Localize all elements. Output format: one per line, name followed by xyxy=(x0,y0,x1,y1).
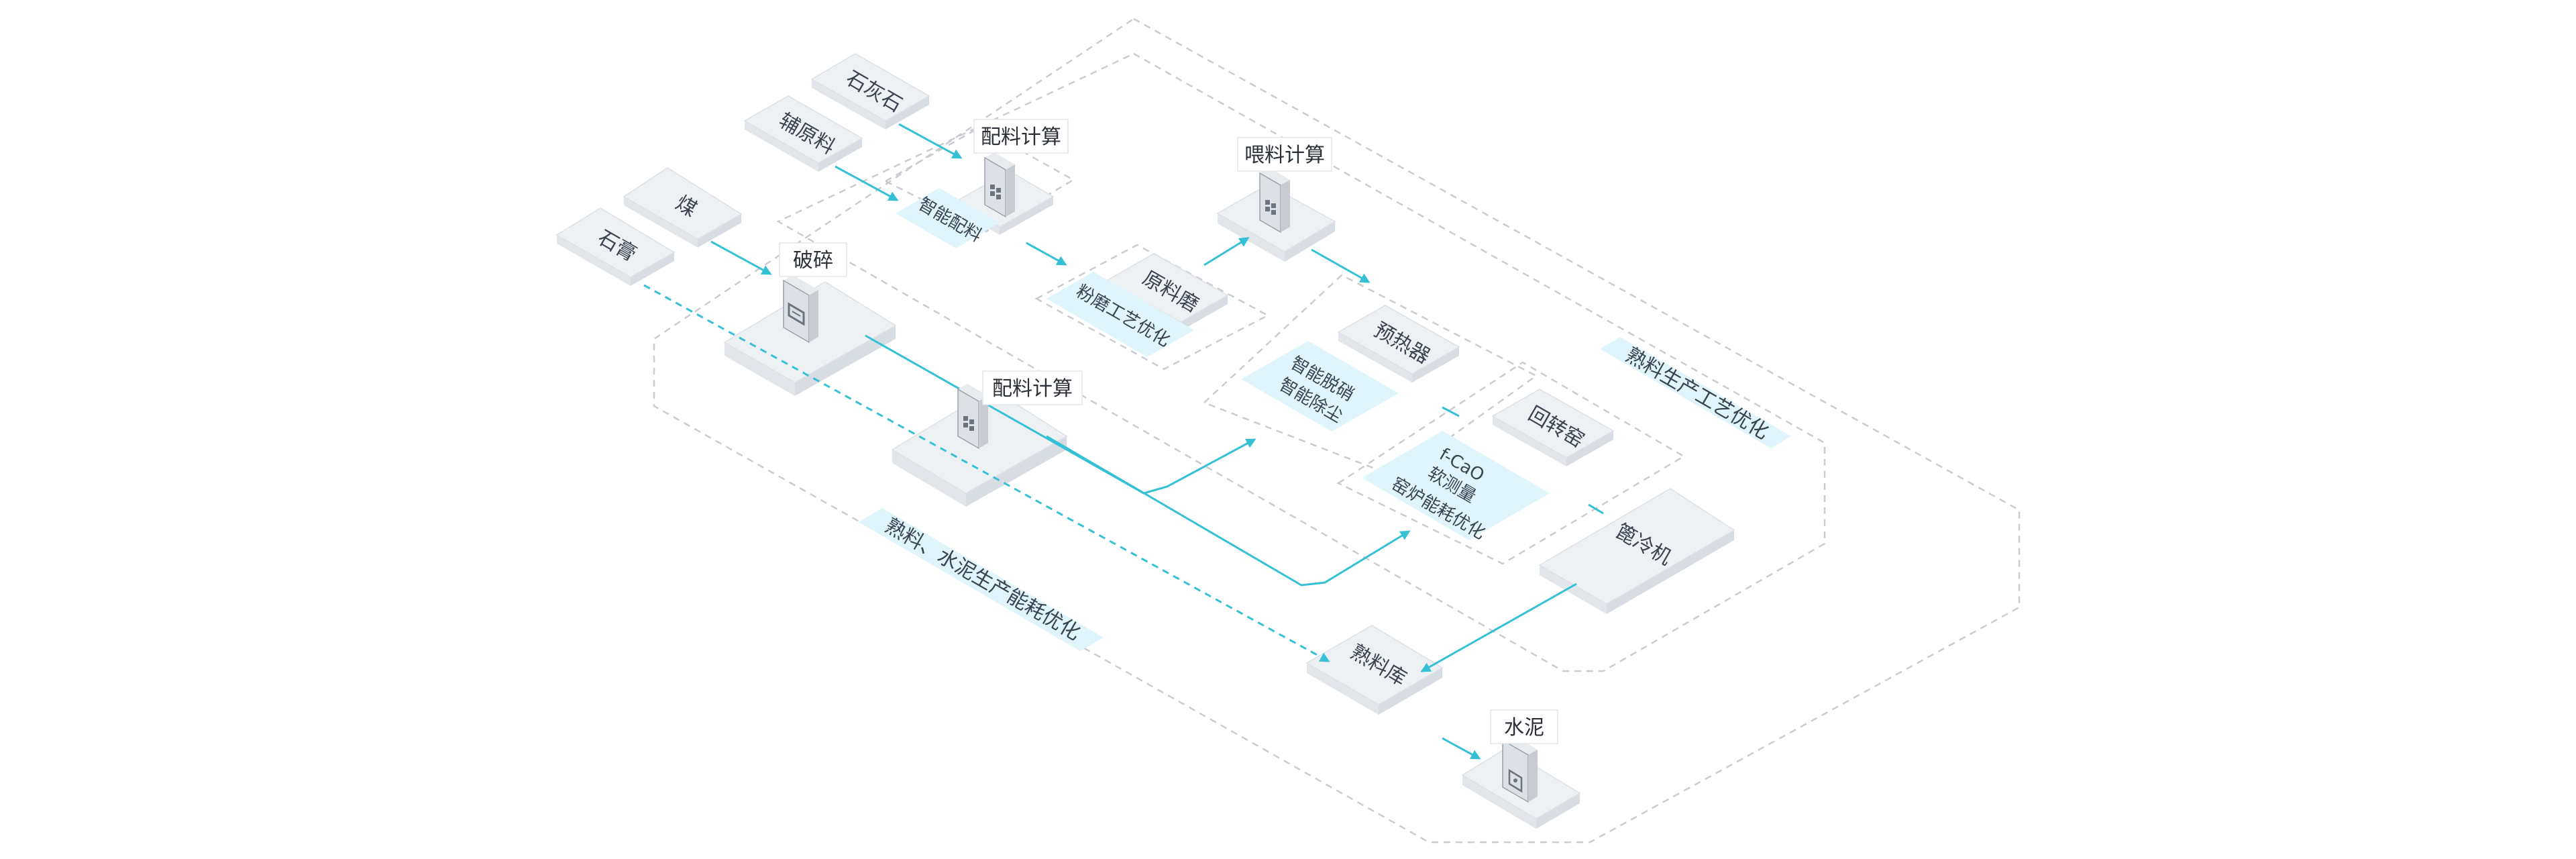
region-kiln xyxy=(1336,361,1686,565)
callout-label-feeding: 喂料计算 xyxy=(1244,144,1325,167)
region-text-clinker-process: 熟料生产工艺优化 xyxy=(1621,344,1772,444)
tag-kiln-energy: f-CaO 软测量 窑炉能耗优化 xyxy=(1362,431,1550,544)
flow-preheater-to-kiln xyxy=(1442,406,1460,417)
server-cabinet-icon xyxy=(957,384,988,450)
flow-silo-to-cement xyxy=(1442,737,1481,760)
flow-batching-to-mill xyxy=(1026,242,1067,266)
crusher-monitor-icon xyxy=(783,275,818,344)
node-rotary-kiln: 回转窑 xyxy=(1491,389,1615,466)
input-tile-gypsum: 石膏 xyxy=(555,207,676,286)
region-text-energy: 熟料、水泥生产能耗优化 xyxy=(881,514,1084,645)
flow-coal-to-crusher xyxy=(710,240,772,275)
region-outer-energy xyxy=(653,17,2021,844)
server-cabinet-icon xyxy=(984,152,1015,218)
tag-grinding-opt: 粉磨工艺优化 xyxy=(1046,272,1194,357)
callout-label-batching-top: 配料计算 xyxy=(981,125,1061,149)
flow-crusher-to-preheater xyxy=(865,334,1256,495)
region-preheater xyxy=(1202,274,1538,478)
server-cabinet-icon xyxy=(1259,168,1290,234)
callout-label-crushing: 破碎 xyxy=(793,249,833,272)
input-tile-coal: 煤 xyxy=(623,167,743,248)
flow-kiln-to-cooler xyxy=(1588,503,1604,515)
callout-batching-mid: 配料计算 xyxy=(982,370,1083,405)
flow-gypsum-to-cement xyxy=(643,284,1330,662)
flow-feeding-to-preheater xyxy=(1311,248,1371,283)
flow-mill-to-feeding xyxy=(1203,237,1250,266)
region-label-clinker-process: 熟料生产工艺优化 xyxy=(1600,337,1791,448)
cement-bag-icon xyxy=(1502,735,1538,803)
region-raw-mill xyxy=(1034,244,1270,370)
cooler-platform xyxy=(1538,488,1735,614)
callout-cement: 水泥 xyxy=(1490,709,1558,744)
callout-label-batching-mid: 配料计算 xyxy=(992,377,1073,401)
callout-label-cement: 水泥 xyxy=(1504,716,1544,740)
flow-aux-to-batching xyxy=(835,165,899,201)
clinker-silo-platform xyxy=(1305,625,1444,715)
callout-batching-top: 配料计算 xyxy=(973,119,1069,154)
node-preheater: 预热器 xyxy=(1337,305,1460,383)
region-label-energy: 熟料、水泥生产能耗优化 xyxy=(859,508,1104,651)
flow-crusher-to-kiln xyxy=(1046,435,1411,587)
region-clinker-process xyxy=(776,52,1826,672)
flow-cooler-to-silo xyxy=(1420,583,1577,672)
flow-limestone-to-batching xyxy=(898,123,963,159)
callout-crushing: 破碎 xyxy=(779,242,847,277)
input-tile-aux-material: 辅原料 xyxy=(743,95,863,172)
input-tile-limestone: 石灰石 xyxy=(810,53,930,130)
callout-feeding: 喂料计算 xyxy=(1237,137,1332,172)
